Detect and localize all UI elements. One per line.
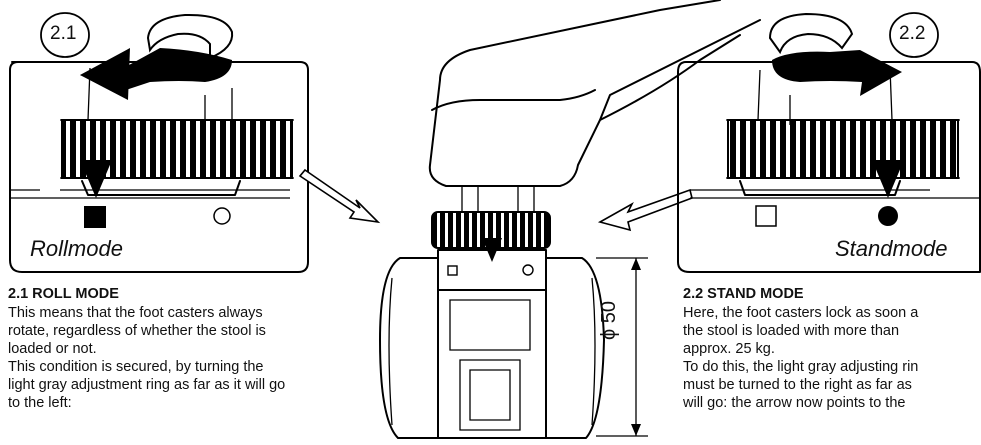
arrow-pointer-icon [80,160,112,198]
stool-caster-drawing [379,0,761,439]
step-badge-left [40,12,90,58]
badge-left-label: 2.1 [50,23,77,44]
roll-line-1: This means that the foot casters always [8,305,263,321]
rotate-left-arrow-icon [80,13,234,100]
diameter-label: ϕ 50 [598,300,620,340]
roll-line-5: light gray adjustment ring as far as it … [8,377,286,393]
diameter-dimension [596,257,648,437]
arrow-pointer-right-icon [872,160,904,198]
badge-right-label: 2.2 [899,23,926,44]
step-badge-right [889,12,939,58]
roll-line-3: loaded or not. [8,341,97,357]
standmode-label: Standmode [835,236,948,261]
roll-square-outline-icon [755,205,777,227]
stand-line-3: approx. 25 kg. [683,341,775,357]
stand-line-2: the stool is loaded with more than [683,323,900,339]
stand-circle-filled-icon [878,206,898,226]
roll-mode-detail [9,12,309,273]
callout-arrow-right-icon [597,188,693,232]
roll-mode-heading: 2.1 ROLL MODE [8,286,119,302]
stand-line-5: must be turned to the right as far as [683,377,912,393]
stand-line-1: Here, the foot casters lock as soon a [683,305,919,321]
roll-line-4: This condition is secured, by turning th… [8,359,264,375]
callout-arrow-left-icon [298,168,381,224]
stand-circle-outline-icon [213,207,231,225]
roll-square-filled-icon [84,206,106,228]
rollmode-label: Rollmode [30,236,123,261]
roll-line-2: rotate, regardless of whether the stool … [8,323,266,339]
stand-line-4: To do this, the light gray adjusting rin [683,359,919,375]
stand-mode-detail [677,12,981,273]
adjusting-ring-right [727,119,959,179]
roll-line-6: to the left: [8,395,72,411]
rotate-right-arrow-icon [768,12,902,96]
stand-line-6: will go: the arrow now points to the [683,395,906,411]
stand-mode-heading: 2.2 STAND MODE [683,286,804,302]
